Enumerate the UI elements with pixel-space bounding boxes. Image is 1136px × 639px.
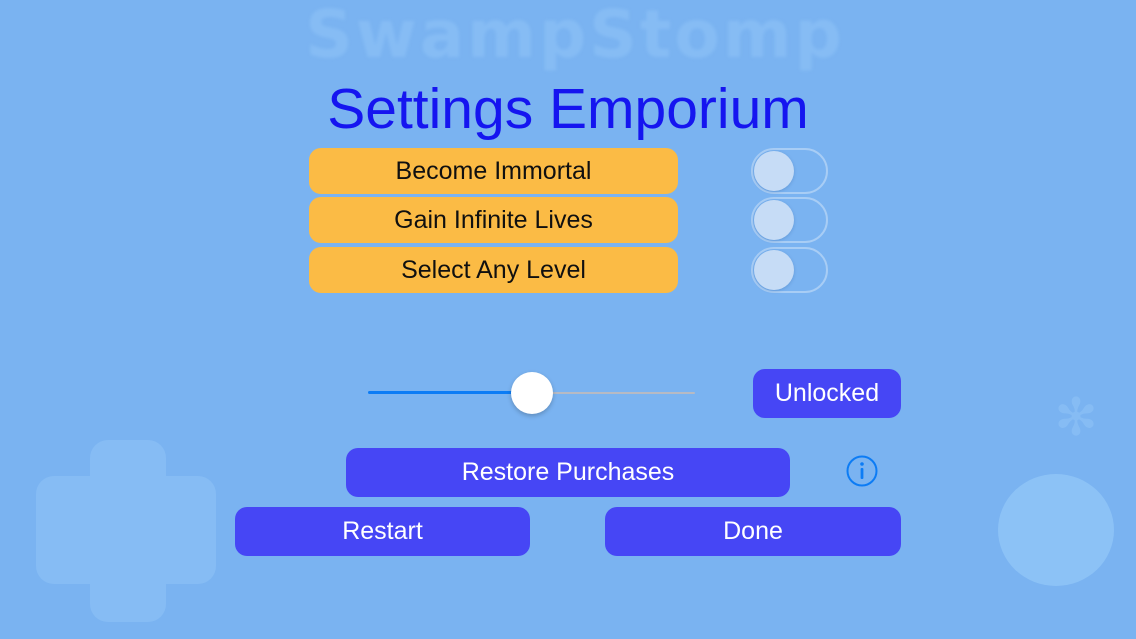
select-any-level-button[interactable]: Select Any Level [309,247,678,293]
toggle-knob [754,151,794,191]
toggle-knob [754,200,794,240]
page-title: Settings Emporium [327,77,809,141]
become-immortal-toggle[interactable] [751,148,828,194]
infinite-lives-button[interactable]: Gain Infinite Lives [309,197,678,243]
dpad-icon [30,436,220,626]
background-logo: SwampStomp [305,0,845,73]
become-immortal-button[interactable]: Become Immortal [309,148,678,194]
unlocked-button[interactable]: Unlocked [753,369,901,418]
infinite-lives-toggle[interactable] [751,197,828,243]
done-button[interactable]: Done [605,507,901,556]
restore-purchases-button[interactable]: Restore Purchases [346,448,790,497]
restart-button[interactable]: Restart [235,507,530,556]
info-icon[interactable] [846,455,878,487]
level-slider[interactable] [368,372,695,414]
star-icon: ✻ [1054,389,1098,447]
toggle-knob [754,250,794,290]
slider-thumb[interactable] [511,372,553,414]
select-any-level-toggle[interactable] [751,247,828,293]
slider-track-filled [368,391,532,394]
background-circle [998,474,1114,586]
slider-track-empty [532,392,695,394]
